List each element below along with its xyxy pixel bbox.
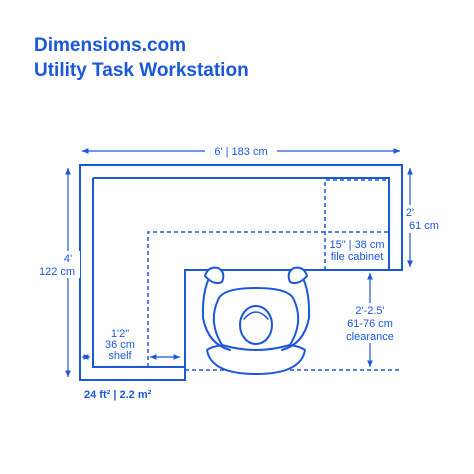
depth-label-cm: 61 cm <box>409 220 439 232</box>
person-chair-icon <box>201 266 311 375</box>
brand-name: Dimensions.com <box>34 35 187 56</box>
clearance-label-text: clearance <box>346 331 394 343</box>
shelf-line <box>147 231 389 367</box>
height-label-ft: 4' <box>64 253 72 265</box>
diagram-title: Utility Task Workstation <box>34 60 249 81</box>
depth-label-ft: 2' <box>406 207 414 219</box>
width-label-text: 6' | 183 cm <box>214 146 267 158</box>
shelf-label-in: 1'2" <box>111 328 129 340</box>
hair-detail-icon <box>243 311 269 320</box>
file-cabinet-outline <box>324 179 389 270</box>
file-cabinet-text: file cabinet <box>331 251 384 263</box>
shelf-label-cm: 36 cm <box>105 339 135 351</box>
file-cabinet-label: 15" | 38 cm file cabinet <box>329 239 384 263</box>
desk-inner-outline <box>92 177 390 368</box>
height-label: 4' 122 cm <box>34 251 80 278</box>
area-label: 24 ft² | 2.2 m² <box>84 389 152 401</box>
clearance-label-ft: 2'-2.5' <box>355 305 384 317</box>
clearance-label: 2'-2.5' 61-76 cm clearance <box>336 303 404 343</box>
shelf-label: 1'2" 36 cm shelf <box>100 327 144 362</box>
shelf-label-text: shelf <box>108 350 132 362</box>
hidden-lines <box>147 179 400 371</box>
width-label: 6' | 183 cm <box>205 144 277 158</box>
depth-label: 2' 61 cm <box>404 205 444 233</box>
right-hand-icon <box>287 266 308 285</box>
left-hand-icon <box>204 266 225 285</box>
height-label-cm: 122 cm <box>39 266 75 278</box>
clearance-label-cm: 61-76 cm <box>347 318 393 330</box>
file-cabinet-size: 15" | 38 cm <box>329 239 384 251</box>
